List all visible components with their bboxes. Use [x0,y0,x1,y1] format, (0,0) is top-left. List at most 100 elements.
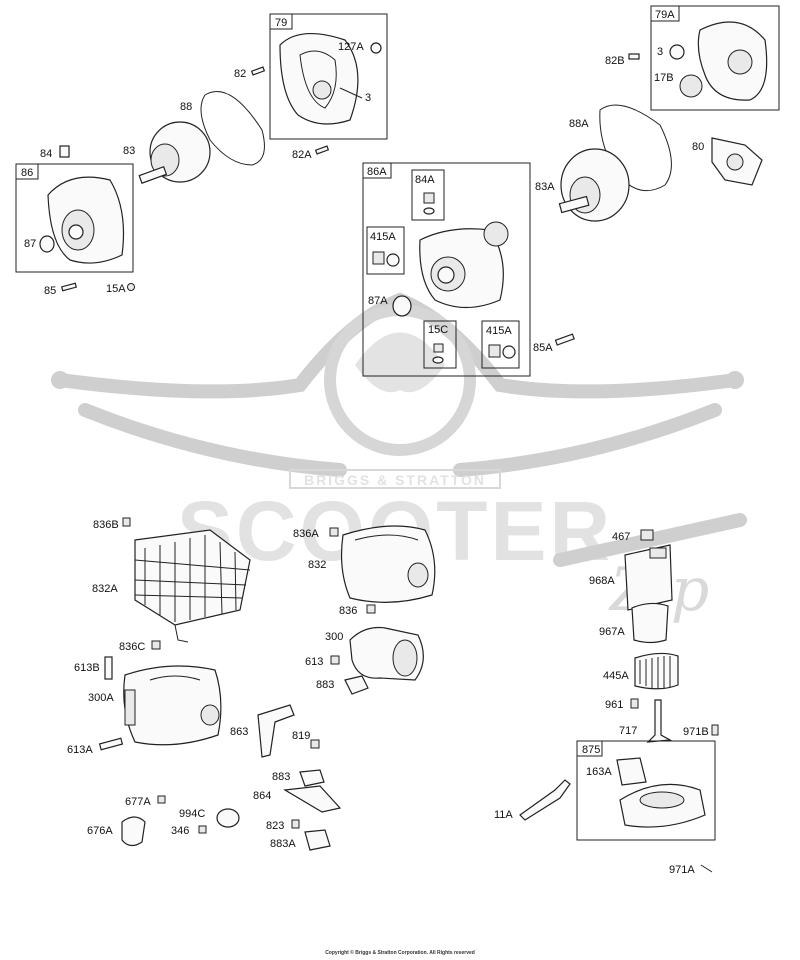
label-613b: 613B [74,662,100,674]
label-836b: 836B [93,519,119,531]
label-85a: 85A [533,342,553,354]
label-875: 875 [582,744,600,756]
part-883-lower: 883 [272,769,325,787]
part-883a: 883A [270,829,331,851]
label-836: 836 [339,605,357,617]
part-677a: 677A [125,795,166,808]
label-883-lower: 883 [272,771,290,783]
part-836b: 836B [93,517,131,531]
label-79: 79 [275,17,287,29]
part-676a: 676A [87,816,146,847]
part-863: 863 [230,704,295,758]
label-88a: 88A [569,118,589,130]
label-836a: 836A [293,528,319,540]
label-300: 300 [325,631,343,643]
part-836: 836 [339,604,376,617]
part-300: 300 [325,626,424,681]
label-82a: 82A [292,149,312,161]
part-864: 864 [253,785,342,813]
box-79a: 79A 3 17B [650,5,780,111]
part-467: 467 [612,529,654,543]
part-613b: 613B [74,656,113,680]
label-971a: 971A [669,864,695,876]
label-3b: 3 [657,46,663,58]
part-961: 961 [605,698,639,711]
box-875: 875 163A [576,740,716,841]
label-717: 717 [619,725,637,737]
part-971a: 971A [669,864,713,876]
part-82: 82 [234,66,266,80]
part-83a: 83A [535,148,630,222]
label-832: 832 [308,559,326,571]
part-82b: 82B [605,53,640,67]
part-346: 346 [171,825,207,837]
part-883-upper: 883 [316,675,369,695]
part-82a: 82A [292,145,330,161]
label-832a: 832A [92,583,118,595]
part-994c: 994C [179,808,240,828]
label-823: 823 [266,820,284,832]
part-823: 823 [266,819,300,832]
label-864: 864 [253,790,271,802]
label-15c: 15C [428,324,448,336]
part-819: 819 [292,730,320,749]
box-86a: 86A 84A 415A 87A 15C 415A [362,162,531,377]
label-883a: 883A [270,838,296,850]
label-676a: 676A [87,825,113,837]
part-613: 613 [305,655,340,668]
part-300a: 300A [88,665,222,746]
part-88: 88 [180,91,265,166]
label-82b: 82B [605,55,625,67]
part-836c: 836C [119,640,161,653]
part-832a: 832A [92,529,251,643]
copyright-notice: Copyright © Briggs & Stratton Corporatio… [325,950,475,956]
part-83: 83 [123,121,211,184]
label-415a-1: 415A [370,231,396,243]
label-346: 346 [171,825,189,837]
label-3a: 3 [365,92,371,104]
label-961: 961 [605,699,623,711]
label-87: 87 [24,238,36,250]
part-836a: 836A [293,527,339,540]
part-85: 85 [44,282,78,297]
label-163a: 163A [586,766,612,778]
label-300a: 300A [88,692,114,704]
label-613: 613 [305,656,323,668]
label-80: 80 [692,141,704,153]
label-863: 863 [230,726,248,738]
label-87a: 87A [368,295,388,307]
part-613a: 613A [67,737,124,756]
label-127a: 127A [338,41,364,53]
box-79: 79 127A 3 [269,13,388,140]
label-968a: 968A [589,575,615,587]
label-836c: 836C [119,641,145,653]
label-84a: 84A [415,174,435,186]
label-83a: 83A [535,181,555,193]
label-88: 88 [180,101,192,113]
label-11a: 11A [494,809,513,821]
part-11a: 11A [494,779,571,821]
label-15a: 15A [106,283,126,295]
label-883-upper: 883 [316,679,334,691]
label-86a: 86A [367,166,387,178]
part-967a: 967A [599,602,669,644]
label-971b: 971B [683,726,709,738]
label-79a: 79A [655,9,675,21]
label-467: 467 [612,531,630,543]
label-677a: 677A [125,796,151,808]
part-971b: 971B [683,724,719,738]
watermark-sub: BRIGGS & STRATTON [304,472,486,488]
label-819: 819 [292,730,310,742]
box-86: 86 87 [15,163,134,273]
part-80: 80 [692,137,763,186]
label-86: 86 [21,167,33,179]
label-83: 83 [123,145,135,157]
label-82: 82 [234,68,246,80]
label-415a-2: 415A [486,325,512,337]
part-15a: 15A [106,283,135,295]
part-85a: 85A [533,333,575,354]
label-84: 84 [40,148,52,160]
label-613a: 613A [67,744,93,756]
label-17b: 17B [654,72,674,84]
part-968a: 968A [589,544,673,611]
